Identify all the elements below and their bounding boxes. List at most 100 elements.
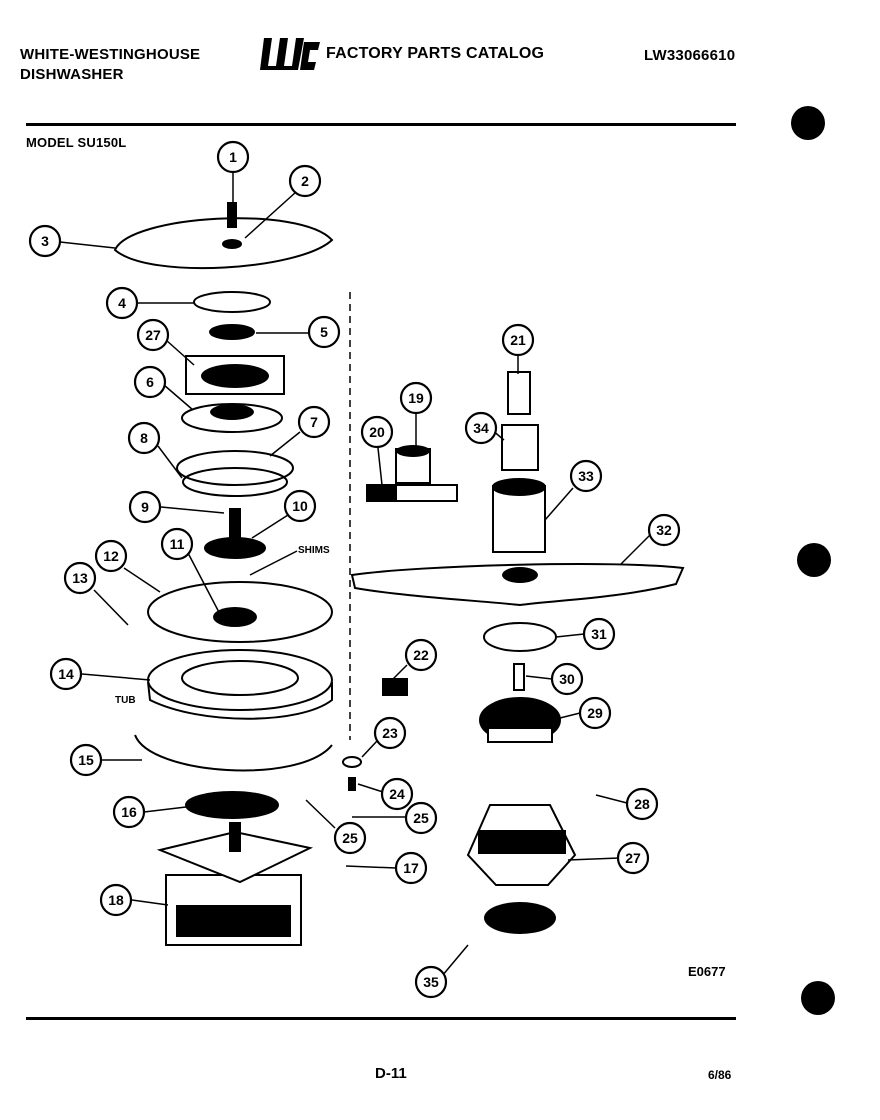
cover-hub <box>210 404 254 420</box>
callout-12: 12 <box>94 539 128 573</box>
screw-24 <box>348 777 356 791</box>
svg-text:18: 18 <box>108 892 124 908</box>
model-number: MODEL SU150L <box>26 135 127 150</box>
catalog-code: LW33066610 <box>644 47 736 64</box>
svg-text:8: 8 <box>140 430 148 446</box>
wash-pump-band <box>478 830 566 854</box>
svg-text:4: 4 <box>118 295 126 311</box>
leader-35 <box>441 944 469 977</box>
spray-arm-hub <box>502 567 538 583</box>
svg-text:11: 11 <box>170 536 185 552</box>
svg-text:16: 16 <box>121 804 137 820</box>
gear <box>209 324 255 340</box>
svg-text:29: 29 <box>587 705 603 721</box>
callout-29: 29 <box>578 696 612 730</box>
gasket-ring <box>182 467 288 497</box>
callout-20: 20 <box>360 415 394 449</box>
motor-bracket <box>156 830 314 884</box>
svg-text:20: 20 <box>369 424 385 440</box>
leader-22 <box>391 664 408 681</box>
leader-2 <box>244 191 297 239</box>
callout-35: 35 <box>414 965 448 999</box>
bushing <box>501 424 539 471</box>
callout-6: 6 <box>133 365 167 399</box>
spring <box>382 678 408 696</box>
svg-text:6: 6 <box>146 374 154 390</box>
leader-31 <box>555 633 585 638</box>
page-number: D-11 <box>375 1065 407 1082</box>
footer-rule <box>26 1017 736 1020</box>
leader-lines <box>59 172 653 977</box>
leader-3 <box>59 241 116 249</box>
leader-12 <box>123 567 161 593</box>
svg-text:23: 23 <box>382 725 398 741</box>
leader-8 <box>157 445 183 479</box>
binder-hole <box>791 106 825 140</box>
callout-2: 2 <box>288 164 322 198</box>
callout-10: 10 <box>283 489 317 523</box>
housing-opening <box>201 364 269 388</box>
filter-cap-base <box>487 727 553 743</box>
callout-14: 14 <box>49 657 83 691</box>
callout-8: 8 <box>127 421 161 455</box>
svg-text:30: 30 <box>559 671 575 687</box>
svg-text:14: 14 <box>58 666 74 682</box>
svg-text:13: 13 <box>72 570 88 586</box>
leader-9 <box>160 506 225 514</box>
callout-24: 24 <box>380 777 414 811</box>
leader-23 <box>361 740 378 758</box>
leader-33 <box>544 487 574 521</box>
seal-center <box>213 607 257 627</box>
svg-text:35: 35 <box>423 974 439 990</box>
leader-16 <box>143 806 187 813</box>
leader-14 <box>81 673 151 681</box>
screw <box>227 202 237 228</box>
leader-11 <box>187 552 223 619</box>
pump-body-inner <box>181 660 299 696</box>
callout-19: 19 <box>399 381 433 415</box>
leader-10 <box>251 514 289 539</box>
leader-17 <box>345 865 397 869</box>
drawing-number: E0677 <box>688 964 726 979</box>
leader-27b <box>567 857 620 861</box>
leader-6 <box>163 384 194 411</box>
callout-30: 30 <box>550 662 584 696</box>
nut <box>193 291 271 313</box>
svg-text:17: 17 <box>403 860 419 876</box>
callout-17: 17 <box>394 851 428 885</box>
svg-text:15: 15 <box>78 752 94 768</box>
pump-body-side <box>147 681 333 720</box>
callout-32: 32 <box>647 513 681 547</box>
callout-4: 4 <box>105 286 139 320</box>
svg-text:24: 24 <box>389 786 405 802</box>
leader-27a <box>165 339 195 366</box>
leader-30 <box>525 675 553 680</box>
callout-23: 23 <box>373 716 407 750</box>
product-type: DISHWASHER <box>20 66 124 83</box>
header-rule <box>26 123 736 126</box>
part-drawings <box>113 202 334 946</box>
svg-text:22: 22 <box>413 647 429 663</box>
clamp <box>134 734 333 772</box>
leader-24 <box>357 783 384 793</box>
heating-element <box>113 217 334 270</box>
callouts: 1 2 3 4 5 27 6 7 8 9 10 11 12 13 14 15 1… <box>28 140 681 999</box>
svg-text:32: 32 <box>656 522 672 538</box>
cup-top <box>396 445 430 457</box>
tub-label: TUB <box>115 695 136 706</box>
binder-hole <box>801 981 835 1015</box>
callout-1: 1 <box>216 140 250 174</box>
leader-18 <box>131 899 169 906</box>
svg-text:3: 3 <box>41 233 49 249</box>
svg-text:28: 28 <box>634 796 650 812</box>
callout-22: 22 <box>404 638 438 672</box>
tower <box>492 485 546 553</box>
leader-shims <box>249 550 298 576</box>
leader-25a <box>305 799 336 829</box>
motor-disc <box>185 791 279 819</box>
leader-13 <box>93 589 129 626</box>
svg-text:12: 12 <box>103 548 119 564</box>
callout-25a: 25 <box>333 821 367 855</box>
callout-5: 5 <box>307 315 341 349</box>
